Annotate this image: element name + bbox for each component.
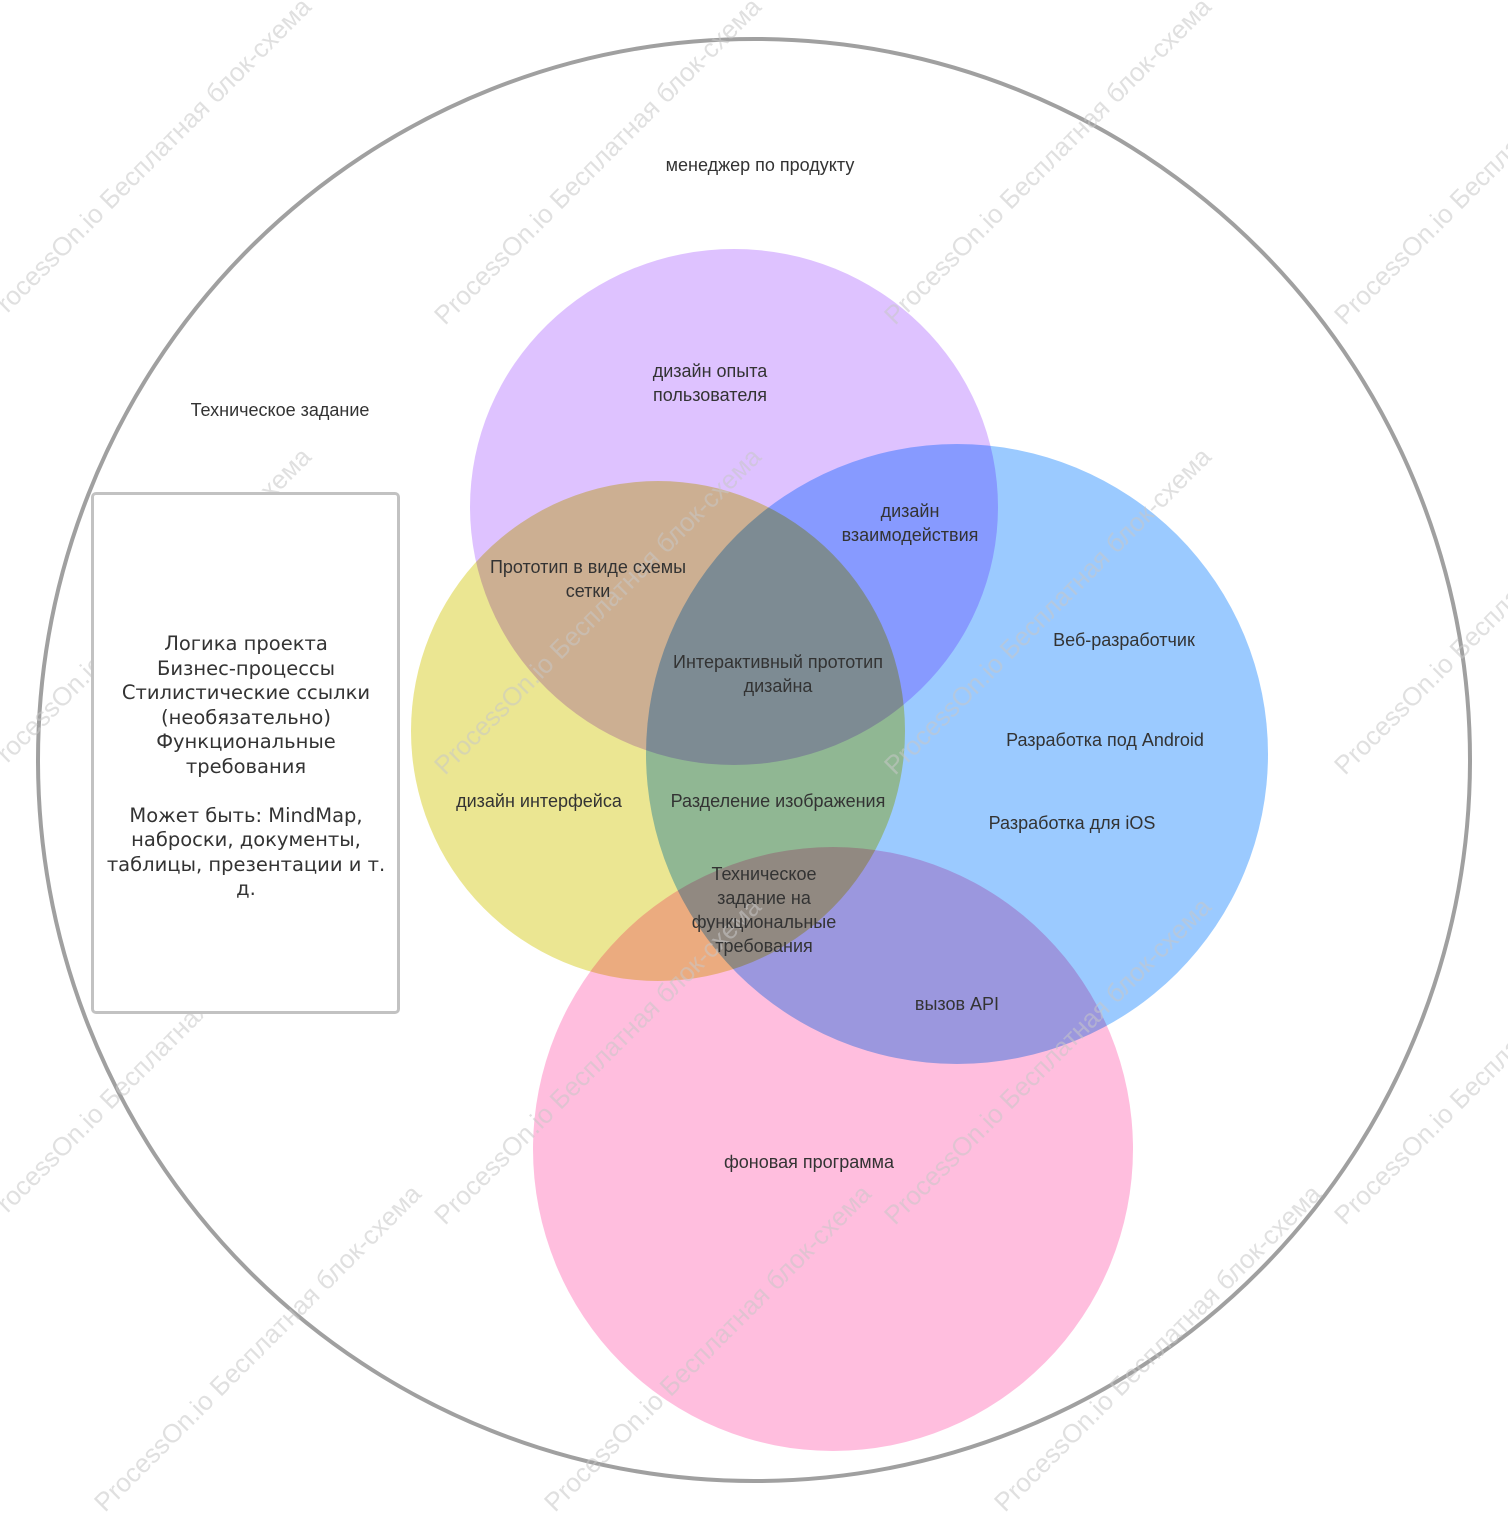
image-slicing-label: Разделение изображения xyxy=(670,791,886,811)
ui-design-label: дизайн интерфейса xyxy=(456,791,622,811)
api-call-label: вызов API xyxy=(914,994,1000,1014)
wireframe-label: Прототип в виде схемы сетки xyxy=(489,557,687,601)
interactive-prototype-label: Интерактивный прототип дизайна xyxy=(673,652,883,696)
tech-spec-title: Техническое задание xyxy=(190,400,370,420)
ios-dev-label: Разработка для iOS xyxy=(988,813,1156,833)
spec-note-text: Логика проекта Бизнес-процессы Стилистич… xyxy=(106,632,386,900)
android-dev-label: Разработка под Android xyxy=(1006,730,1204,750)
circle-backend xyxy=(533,847,1133,1451)
outer-circle-product-manager xyxy=(36,37,1472,1483)
backend-program-label: фоновая программа xyxy=(723,1152,894,1172)
product-manager-label: менеджер по продукту xyxy=(665,155,855,175)
functional-spec-label: Техническое задание на функциональные тр… xyxy=(691,864,837,956)
interaction-design-label: дизайн взаимодействия xyxy=(841,501,979,545)
spec-note-box xyxy=(91,492,400,1014)
web-developer-label: Веб-разработчик xyxy=(1053,630,1195,650)
ux-design-label: дизайн опыта пользователя xyxy=(652,361,768,405)
